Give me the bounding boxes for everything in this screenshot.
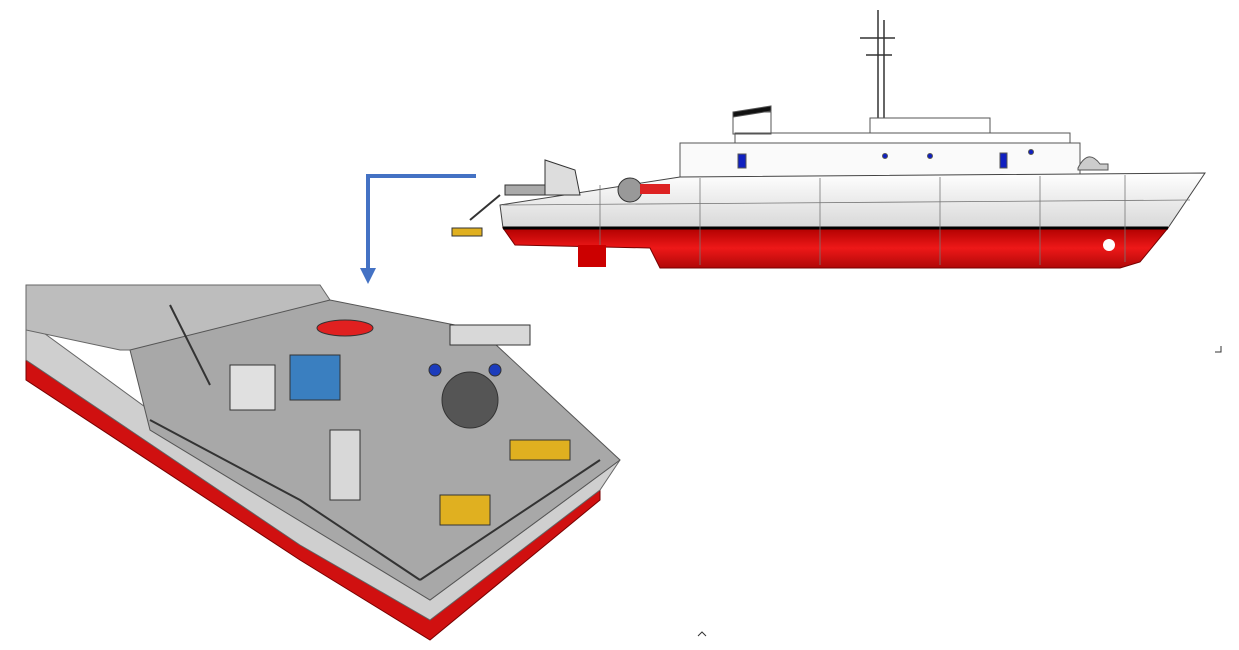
skeg (578, 245, 606, 267)
hull-lower (502, 227, 1170, 269)
aft-deck-equipment (451, 159, 670, 237)
axis-marker (697, 346, 1222, 637)
ship-side-view (451, 10, 1206, 269)
porthole (1103, 239, 1115, 251)
aft-deck-perspective (25, 284, 621, 641)
mast (860, 10, 895, 120)
hull-upper (499, 172, 1206, 229)
superstructure (679, 105, 1109, 178)
hull-grid (502, 175, 1191, 265)
deck-equipment (149, 304, 601, 581)
zoom-arrow (360, 174, 476, 284)
